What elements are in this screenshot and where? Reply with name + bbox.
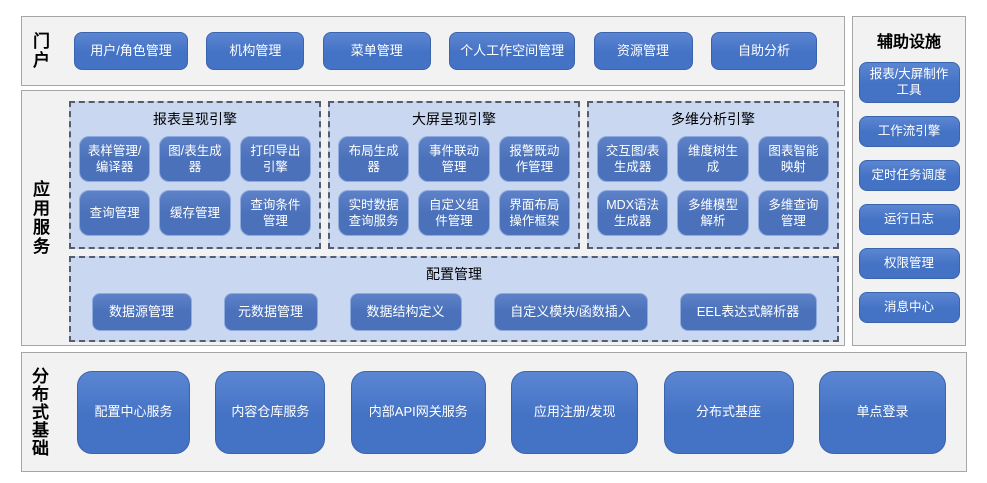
section-foundation: 分布式基础 配置中心服务 内容仓库服务 内部API网关服务 应用注册/发现 分布…	[21, 352, 967, 472]
portal-node: 自助分析	[710, 32, 817, 70]
engine-node: 缓存管理	[159, 190, 231, 236]
config-panel: 配置管理 数据源管理 元数据管理 数据结构定义 自定义模块/函数插入 EEL表达…	[69, 256, 839, 342]
auxiliary-node: 消息中心	[858, 291, 960, 323]
config-node: 数据源管理	[91, 293, 192, 331]
engine-node: 图/表生成器	[159, 136, 231, 182]
engine-node: 自定义组件管理	[418, 190, 490, 236]
engine-node: 多维查询管理	[757, 190, 829, 236]
engine-node-grid: 表样管理/编译器 图/表生成器 打印导出引擎 查询管理 缓存管理 查询条件管理	[79, 136, 311, 236]
foundation-node: 单点登录	[818, 370, 946, 454]
engine-panel-olap: 多维分析引擎 交互图/表生成器 维度树生成 图表智能映射 MDX语法生成器 多维…	[587, 101, 839, 249]
auxiliary-node: 运行日志	[858, 203, 960, 235]
engine-node: 布局生成器	[338, 136, 410, 182]
foundation-node: 分布式基座	[663, 370, 794, 454]
engine-panel-report: 报表呈现引擎 表样管理/编译器 图/表生成器 打印导出引擎 查询管理 缓存管理 …	[69, 101, 321, 249]
foundation-node: 配置中心服务	[77, 370, 190, 454]
portal-node: 资源管理	[593, 32, 693, 70]
portal-node: 个人工作空间管理	[449, 32, 576, 70]
engine-node-grid: 布局生成器 事件联动管理 报警既动作管理 实时数据查询服务 自定义组件管理 界面…	[338, 136, 570, 236]
foundation-node-row: 配置中心服务 内容仓库服务 内部API网关服务 应用注册/发现 分布式基座 单点…	[47, 370, 966, 454]
portal-label: 门户	[30, 32, 49, 70]
engine-title: 大屏呈现引擎	[412, 111, 496, 127]
config-node: EEL表达式解析器	[679, 293, 817, 331]
portal-node: 用户/角色管理	[74, 32, 188, 70]
portal-node-row: 用户/角色管理 机构管理 菜单管理 个人工作空间管理 资源管理 自助分析	[48, 32, 844, 70]
section-app-services: 应用服务 报表呈现引擎 表样管理/编译器 图/表生成器 打印导出引擎 查询管理 …	[21, 90, 845, 346]
app-services-content: 报表呈现引擎 表样管理/编译器 图/表生成器 打印导出引擎 查询管理 缓存管理 …	[69, 101, 839, 342]
engine-title: 报表呈现引擎	[153, 111, 237, 127]
portal-node: 菜单管理	[322, 32, 431, 70]
auxiliary-node: 工作流引擎	[858, 115, 960, 147]
config-node: 数据结构定义	[349, 293, 462, 331]
auxiliary-title: 辅助设施	[876, 34, 941, 51]
engine-node: 多维模型解析	[677, 190, 749, 236]
engine-node-grid: 交互图/表生成器 维度树生成 图表智能映射 MDX语法生成器 多维模型解析 多维…	[597, 136, 829, 236]
engine-node: MDX语法生成器	[597, 190, 669, 236]
engine-node: 查询条件管理	[239, 190, 311, 236]
section-portal: 门户 用户/角色管理 机构管理 菜单管理 个人工作空间管理 资源管理 自助分析	[21, 16, 845, 86]
auxiliary-node-column: 报表/大屏制作工具 工作流引擎 定时任务调度 运行日志 权限管理 消息中心	[853, 62, 965, 323]
foundation-node: 内容仓库服务	[215, 370, 326, 454]
foundation-node: 内部API网关服务	[350, 370, 486, 454]
portal-node: 机构管理	[206, 32, 305, 70]
section-auxiliary: 辅助设施 报表/大屏制作工具 工作流引擎 定时任务调度 运行日志 权限管理 消息…	[852, 16, 966, 346]
auxiliary-node: 报表/大屏制作工具	[858, 62, 960, 103]
config-title: 配置管理	[426, 266, 482, 282]
config-node-row: 数据源管理 元数据管理 数据结构定义 自定义模块/函数插入 EEL表达式解析器	[81, 293, 827, 331]
engine-node: 界面布局操作框架	[498, 190, 570, 236]
engine-node: 报警既动作管理	[498, 136, 570, 182]
engine-panel-dashboard: 大屏呈现引擎 布局生成器 事件联动管理 报警既动作管理 实时数据查询服务 自定义…	[328, 101, 580, 249]
auxiliary-node: 权限管理	[858, 247, 960, 279]
engine-node: 维度树生成	[677, 136, 749, 182]
engine-node: 查询管理	[79, 190, 151, 236]
engine-node: 交互图/表生成器	[597, 136, 669, 182]
engine-node: 打印导出引擎	[239, 136, 311, 182]
engine-node: 事件联动管理	[418, 136, 490, 182]
engine-title: 多维分析引擎	[671, 111, 755, 127]
config-node: 自定义模块/函数插入	[493, 293, 648, 331]
engine-panel-row: 报表呈现引擎 表样管理/编译器 图/表生成器 打印导出引擎 查询管理 缓存管理 …	[69, 101, 839, 249]
foundation-node: 应用注册/发现	[511, 370, 639, 454]
engine-node: 表样管理/编译器	[79, 136, 151, 182]
config-node: 元数据管理	[223, 293, 318, 331]
engine-node: 实时数据查询服务	[338, 190, 410, 236]
foundation-label: 分布式基础	[29, 367, 48, 457]
engine-node: 图表智能映射	[757, 136, 829, 182]
app-services-label: 应用服务	[30, 180, 49, 256]
auxiliary-node: 定时任务调度	[858, 159, 960, 191]
